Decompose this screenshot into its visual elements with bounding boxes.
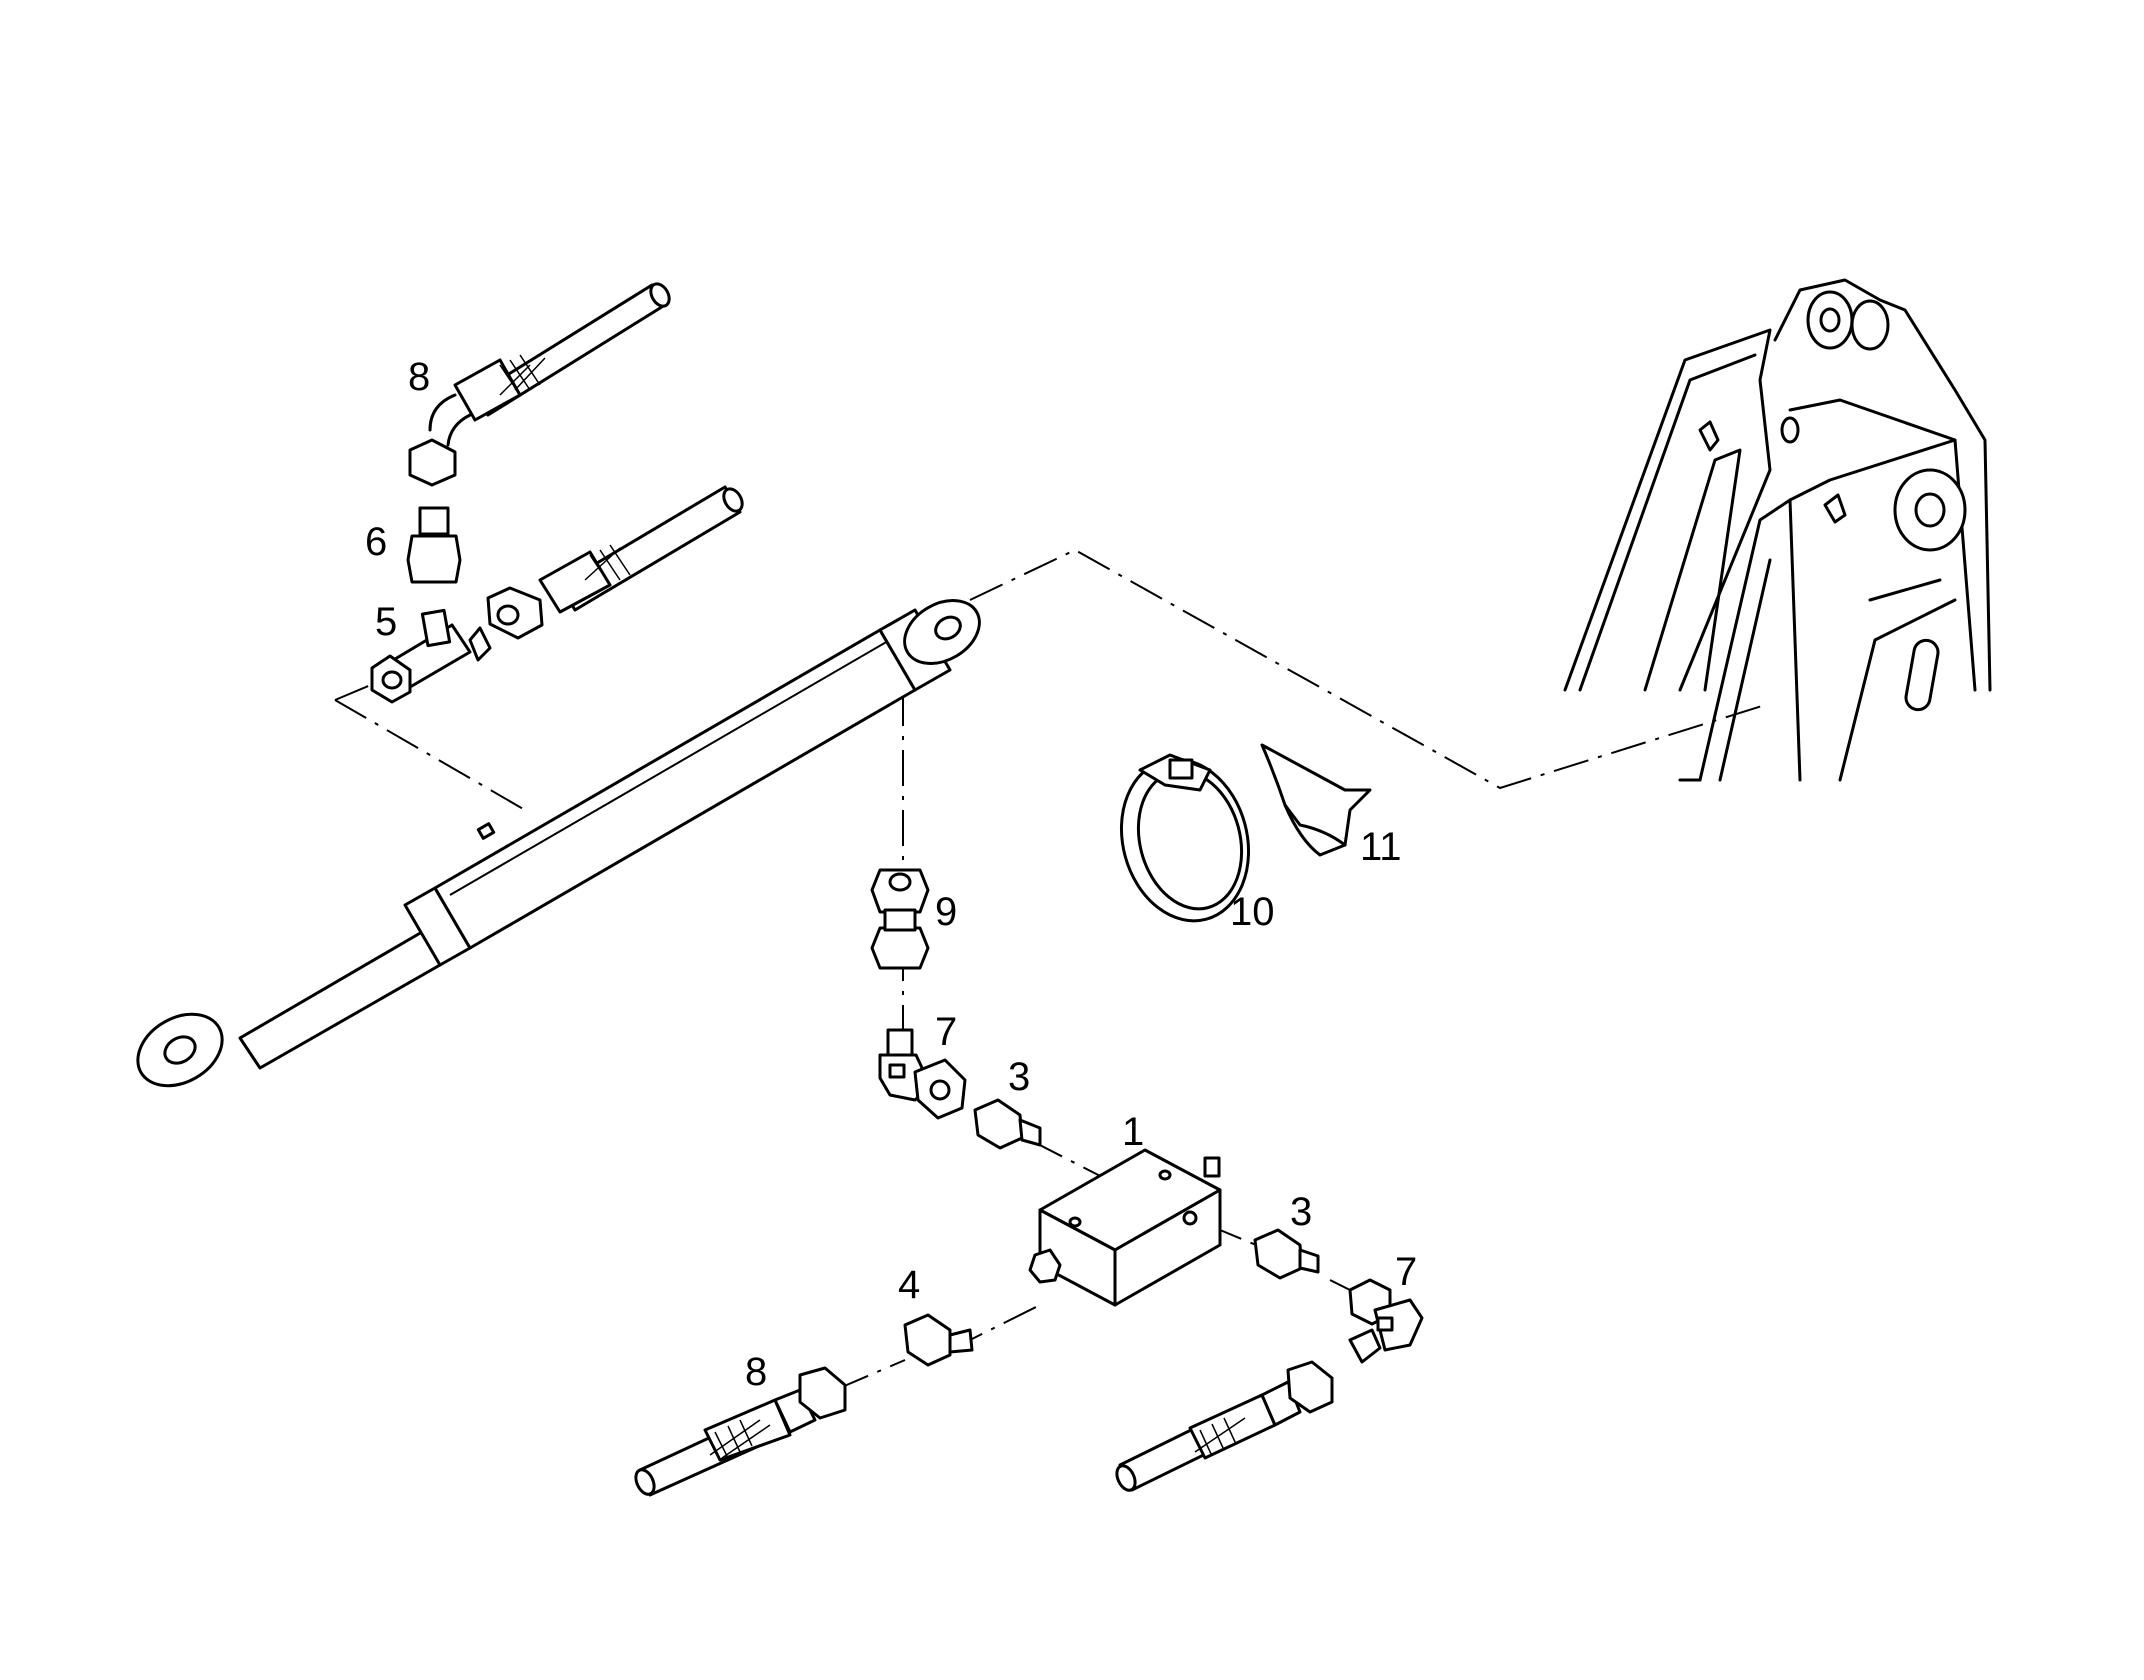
callouts: 8 6 5 9 7 3 1 3 7 4 8 10 11 bbox=[365, 355, 1417, 1394]
tee-fitting-5 bbox=[370, 608, 492, 704]
fitting-6 bbox=[406, 506, 462, 584]
hose-lower-left bbox=[634, 1366, 847, 1497]
elbow-7-upper bbox=[878, 1028, 967, 1120]
callout-10: 10 bbox=[1230, 890, 1275, 934]
elbow-7-right bbox=[1348, 1278, 1424, 1364]
hose-upper-elbow bbox=[408, 282, 671, 487]
callout-11: 11 bbox=[1360, 825, 1402, 869]
coupling-9 bbox=[870, 868, 930, 970]
rubber-pad-11 bbox=[1260, 743, 1372, 857]
adapter-4 bbox=[903, 1313, 974, 1367]
callout-4: 4 bbox=[898, 1263, 920, 1307]
hydraulic-cylinder bbox=[136, 599, 981, 1088]
callout-6: 6 bbox=[365, 520, 387, 564]
callout-3-upper: 3 bbox=[1008, 1055, 1030, 1099]
callout-8-upper: 8 bbox=[408, 355, 430, 399]
hose-clamp-10 bbox=[1119, 753, 1251, 923]
adapter-3-upper bbox=[973, 1098, 1042, 1150]
loader-frame bbox=[1563, 278, 1992, 782]
callout-8-lower: 8 bbox=[745, 1350, 767, 1394]
callout-5: 5 bbox=[375, 600, 397, 644]
hose-lower-right bbox=[1115, 1360, 1334, 1492]
callout-9: 9 bbox=[935, 890, 957, 934]
callout-7-upper: 7 bbox=[935, 1010, 957, 1054]
hose-upper-straight bbox=[486, 485, 744, 640]
callout-1: 1 bbox=[1122, 1110, 1144, 1154]
adapter-3-right bbox=[1253, 1228, 1320, 1280]
callout-3-right: 3 bbox=[1290, 1190, 1312, 1234]
distribution-block-1 bbox=[1028, 1148, 1222, 1307]
callout-7-right: 7 bbox=[1395, 1250, 1417, 1294]
